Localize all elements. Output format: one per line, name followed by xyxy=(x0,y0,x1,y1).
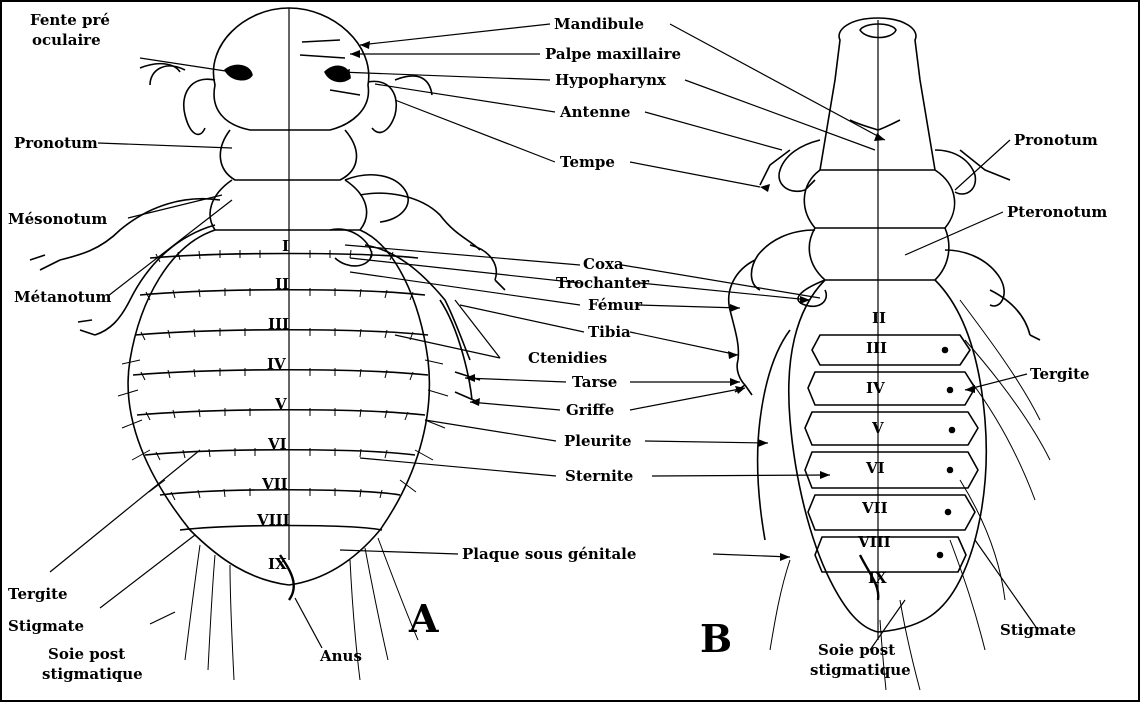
specimen-b-body xyxy=(729,18,1050,690)
segment-b-8: VIII xyxy=(858,534,891,551)
label-antenne: Antenne xyxy=(560,104,630,121)
label-mandibule: Mandibule xyxy=(554,16,644,33)
label-tarse: Tarse xyxy=(572,374,617,391)
segment-a-4: IV xyxy=(267,356,286,373)
label-metanotum: Métanotum xyxy=(14,289,111,306)
segment-a-1: I xyxy=(282,238,289,255)
label-sternite: Sternite xyxy=(565,468,633,485)
label-mesonotum: Mésonotum xyxy=(8,211,107,228)
label-stigmatique-b: stigmatique xyxy=(810,662,911,679)
segment-b-9: IX xyxy=(868,570,887,587)
label-hypopharynx: Hypopharynx xyxy=(555,72,666,89)
label-tergite-b: Tergite xyxy=(1030,366,1090,383)
figure-label-a: A xyxy=(409,596,438,641)
label-trochanter: Trochanter xyxy=(556,275,649,292)
segment-a-3: III xyxy=(268,316,289,333)
label-soie-post-a: Soie post xyxy=(48,646,125,663)
segment-b-7: VII xyxy=(862,500,888,517)
segment-a-5: V xyxy=(275,396,287,413)
label-stigmate-b: Stigmate xyxy=(1000,622,1076,639)
label-fente-pre: Fente pré xyxy=(30,12,110,29)
label-oculaire: oculaire xyxy=(32,32,101,49)
label-plaque-sous-genitale: Plaque sous génitale xyxy=(462,546,636,563)
label-stigmatique-a: stigmatique xyxy=(42,666,143,683)
segment-b-3: III xyxy=(866,340,887,357)
segment-a-6: VI xyxy=(268,436,287,453)
label-femur: Fémur xyxy=(588,297,642,314)
label-tergite-a: Tergite xyxy=(8,586,68,603)
segment-a-2: II xyxy=(275,276,289,293)
label-pteronotum: Pteronotum xyxy=(1007,204,1107,221)
segment-b-6: VI xyxy=(866,460,885,477)
label-griffe: Griffe xyxy=(566,402,614,419)
label-pleurite: Pleurite xyxy=(564,433,632,450)
segment-b-4: IV xyxy=(866,380,885,397)
segment-b-5: V xyxy=(872,420,884,437)
segment-a-7: VII xyxy=(262,476,288,493)
label-coxa: Coxa xyxy=(583,256,624,273)
label-soie-post-b: Soie post xyxy=(818,642,895,659)
figure-label-b: B xyxy=(700,616,732,661)
label-stigmate-a: Stigmate xyxy=(8,618,84,635)
label-anus: Anus xyxy=(320,648,362,665)
label-ctenidies: Ctenidies xyxy=(528,350,607,367)
label-palpe-maxillaire: Palpe maxillaire xyxy=(545,46,681,63)
segment-b-2: II xyxy=(872,310,886,327)
label-tempe: Tempe xyxy=(560,154,615,171)
label-tibia: Tibia xyxy=(588,324,631,341)
segment-a-8: VIII xyxy=(257,512,290,529)
label-pronotum-b: Pronotum xyxy=(1014,132,1098,149)
segment-a-9: IX xyxy=(268,556,287,573)
label-pronotum-a: Pronotum xyxy=(14,135,98,152)
